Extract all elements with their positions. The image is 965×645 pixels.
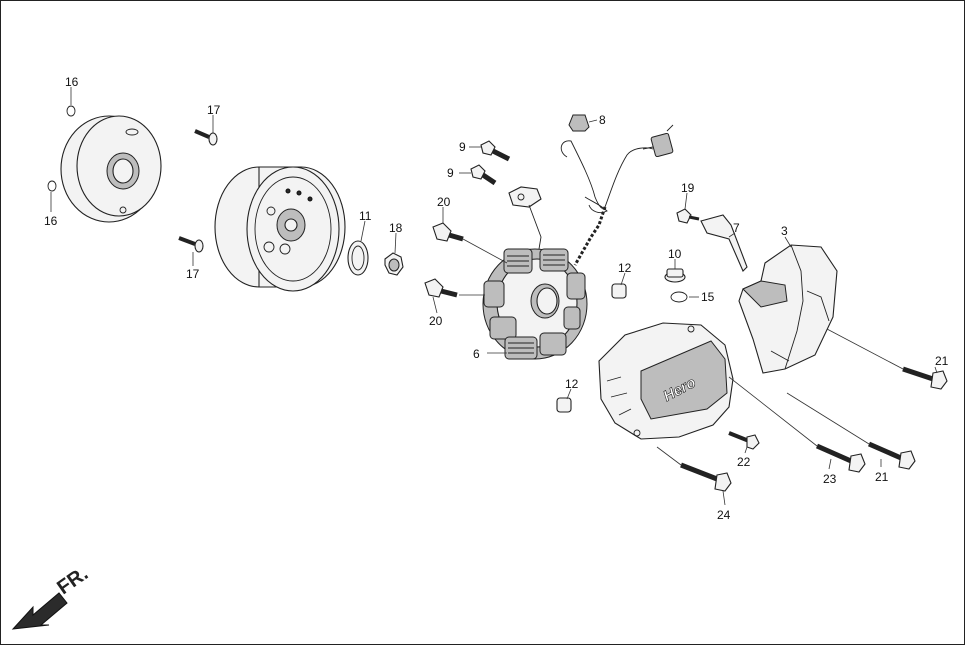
bolt-21-upper (902, 366, 948, 390)
o-ring-15 (670, 291, 688, 303)
callout-17-bottom: 17 (186, 267, 200, 281)
callout-19: 19 (681, 181, 695, 195)
callout-15: 15 (701, 290, 715, 304)
crankcase-left-cover: Hero (598, 322, 734, 440)
o-ring-16-bottom (47, 180, 57, 192)
bolt-19 (676, 208, 700, 224)
callout-24: 24 (717, 508, 731, 522)
rotor-backing-plate (60, 115, 162, 223)
callout-16-bottom: 16 (44, 214, 58, 228)
bolt-24 (680, 462, 732, 492)
callout-21-lower: 21 (875, 470, 889, 484)
leader-lines (50, 87, 938, 506)
plug-10 (664, 268, 686, 283)
bolt-21-lower (867, 441, 916, 470)
flange-nut-18 (384, 252, 404, 276)
bolt-23 (815, 443, 866, 473)
callout-10: 10 (668, 247, 682, 261)
callout-22: 22 (737, 455, 751, 469)
bolt-20-top (432, 222, 464, 242)
dowel-pin-12-top (611, 283, 627, 299)
front-direction-indicator: FR. (11, 563, 92, 630)
front-arrow-icon (11, 592, 68, 630)
callout-12-top: 12 (618, 261, 632, 275)
callout-labels: 16 16 17 17 11 18 9 9 8 20 20 6 12 12 10… (44, 75, 949, 522)
dowel-pin-12-bottom (556, 397, 572, 413)
callout-9-bottom: 9 (447, 166, 454, 180)
stator-assembly (482, 248, 588, 360)
bolt-22 (728, 431, 760, 450)
callout-16-top: 16 (65, 75, 79, 89)
callout-7: 7 (733, 221, 740, 235)
generator-cover-3 (738, 244, 838, 374)
callout-11: 11 (359, 209, 372, 223)
bolt-17-bottom (178, 236, 204, 253)
callout-23: 23 (823, 472, 837, 486)
o-ring-16-top (66, 105, 76, 117)
callout-3: 3 (781, 224, 788, 238)
screw-9-bottom (470, 164, 497, 186)
flywheel-rotor (214, 166, 346, 292)
callout-20-top: 20 (437, 195, 451, 209)
callout-12-bottom: 12 (565, 377, 579, 391)
callout-20-bottom: 20 (429, 314, 443, 328)
callout-21-upper: 21 (935, 354, 949, 368)
callout-8: 8 (599, 113, 606, 127)
screw-9-top (480, 140, 511, 162)
bolt-20-bottom (424, 278, 458, 298)
bolt-17-top (194, 129, 218, 146)
grommet-8 (568, 114, 590, 132)
callout-6: 6 (473, 347, 480, 361)
pulser-coil-and-wiring-harness (508, 124, 674, 266)
washer-11 (347, 240, 369, 276)
callout-17-top: 17 (207, 103, 221, 117)
callout-9-top: 9 (459, 140, 466, 154)
clamp-bracket-7 (700, 214, 748, 272)
callout-18: 18 (389, 221, 403, 235)
